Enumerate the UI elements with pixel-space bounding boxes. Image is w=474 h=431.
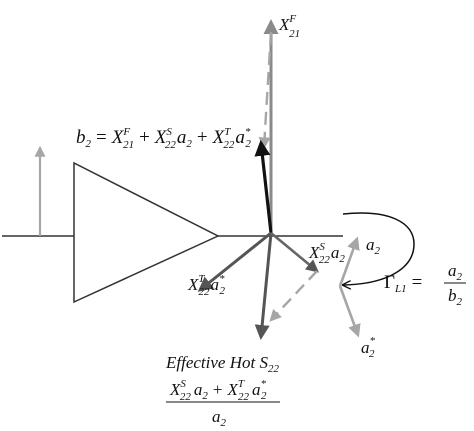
x22t-vector-arrow (197, 231, 272, 292)
a2-conj-vector-arrow (338, 285, 361, 338)
hot-s22-resultant-arrow (254, 232, 273, 340)
svg-text:a2: a2 (448, 261, 463, 283)
svg-text:b2: b2 (448, 286, 463, 308)
hot-s22-title: Effective Hot S22 (165, 353, 279, 375)
b2-resultant-arrow (254, 139, 273, 234)
svg-text:ΓL1=: ΓL1= (384, 272, 422, 295)
hot-s22-denominator: a2 (212, 407, 227, 429)
gamma-reflection-arc (343, 212, 415, 285)
gamma-l1-equation: ΓL1= a2 b2 (384, 261, 466, 308)
amplifier-triangle (73, 161, 220, 304)
a2-vector-arrow (338, 236, 360, 287)
a2-conj-label: a*2 (361, 335, 376, 360)
x22s-vector-arrow (270, 231, 320, 273)
a2-label: a2 (366, 235, 381, 257)
x22s-dashed-arrow (269, 270, 318, 322)
